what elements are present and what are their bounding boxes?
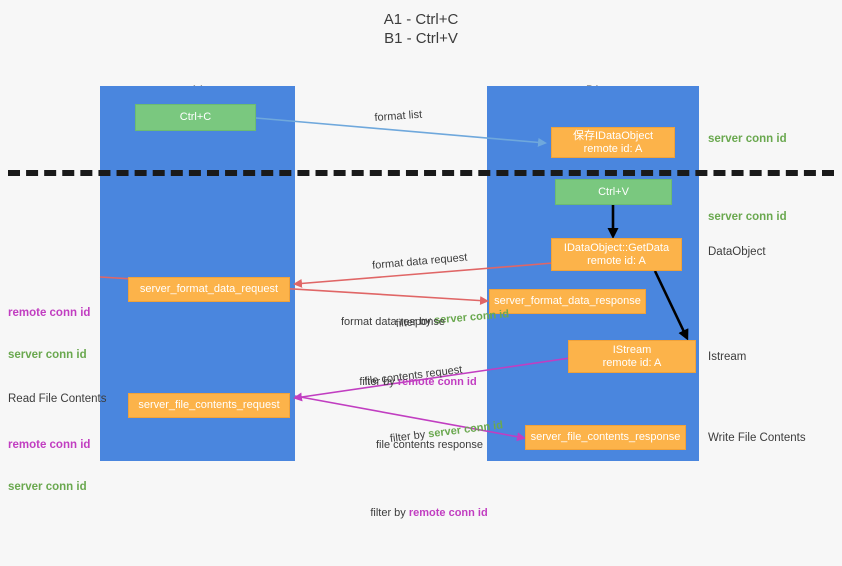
label-server-conn-id-1: server conn id	[8, 349, 87, 361]
box-server-format-data-response[interactable]: server_format_data_response	[489, 289, 646, 314]
label-conn-ids-file: remote conn id server conn id	[8, 410, 90, 522]
label-server-conn-id-2: server conn id	[8, 481, 87, 493]
arrow-label-file-contents-request-line1: file contents request	[363, 363, 463, 388]
label-conn-ids-format: remote conn id server conn id	[8, 278, 90, 390]
arrow-label-format-data-response: format data response filter by remote co…	[341, 285, 477, 435]
arrow-label-file-contents-response-line1: file contents response	[376, 439, 484, 451]
label-remote-conn-id-2: remote conn id	[8, 439, 91, 451]
box-save-idataobject[interactable]: 保存IDataObject remote id: A	[551, 127, 675, 158]
label-dataobject: DataObject	[708, 246, 766, 258]
box-server-file-contents-response[interactable]: server_file_contents_response	[525, 425, 686, 450]
arrow-label-file-contents-response-line2: filter by remote conn id	[352, 483, 488, 536]
label-write-file-contents: Write File Contents	[708, 432, 806, 444]
label-remote-conn-id-1: remote conn id	[8, 307, 91, 319]
arrow-label-format-list: format list	[374, 108, 423, 124]
arrow-label-format-data-response-line1: format data response	[341, 316, 445, 328]
label-read-file-contents: Read File Contents	[8, 393, 107, 405]
filter-value: remote conn id	[408, 507, 488, 519]
filter-prefix: filter by	[359, 376, 398, 388]
box-ctrl-c[interactable]: Ctrl+C	[135, 104, 256, 131]
label-server-conn-id-top: server conn id	[708, 133, 787, 145]
box-istream[interactable]: IStream remote id: A	[568, 340, 696, 373]
filter-value: remote conn id	[397, 376, 477, 388]
box-idataobject-getdata[interactable]: IDataObject::GetData remote id: A	[551, 238, 682, 271]
arrow-label-format-data-response-line2: filter by remote conn id	[341, 360, 477, 405]
label-server-conn-id-mid: server conn id	[708, 211, 787, 223]
arrow-label-format-data-request-line1: format data request	[371, 251, 468, 272]
box-server-file-contents-request[interactable]: server_file_contents_request	[128, 393, 290, 418]
box-ctrl-v[interactable]: Ctrl+V	[555, 179, 672, 205]
diagram-canvas: A1 - Ctrl+C B1 - Ctrl+V A1 remote B1 con…	[8, 11, 834, 519]
arrow-label-file-contents-response: file contents response filter by remote …	[352, 408, 488, 566]
filter-prefix: filter by	[370, 507, 409, 519]
dashed-separator	[8, 170, 834, 176]
label-istream: Istream	[708, 351, 747, 363]
page-title: A1 - Ctrl+C B1 - Ctrl+V	[383, 11, 459, 47]
box-server-format-data-request[interactable]: server_format_data_request	[128, 277, 290, 302]
